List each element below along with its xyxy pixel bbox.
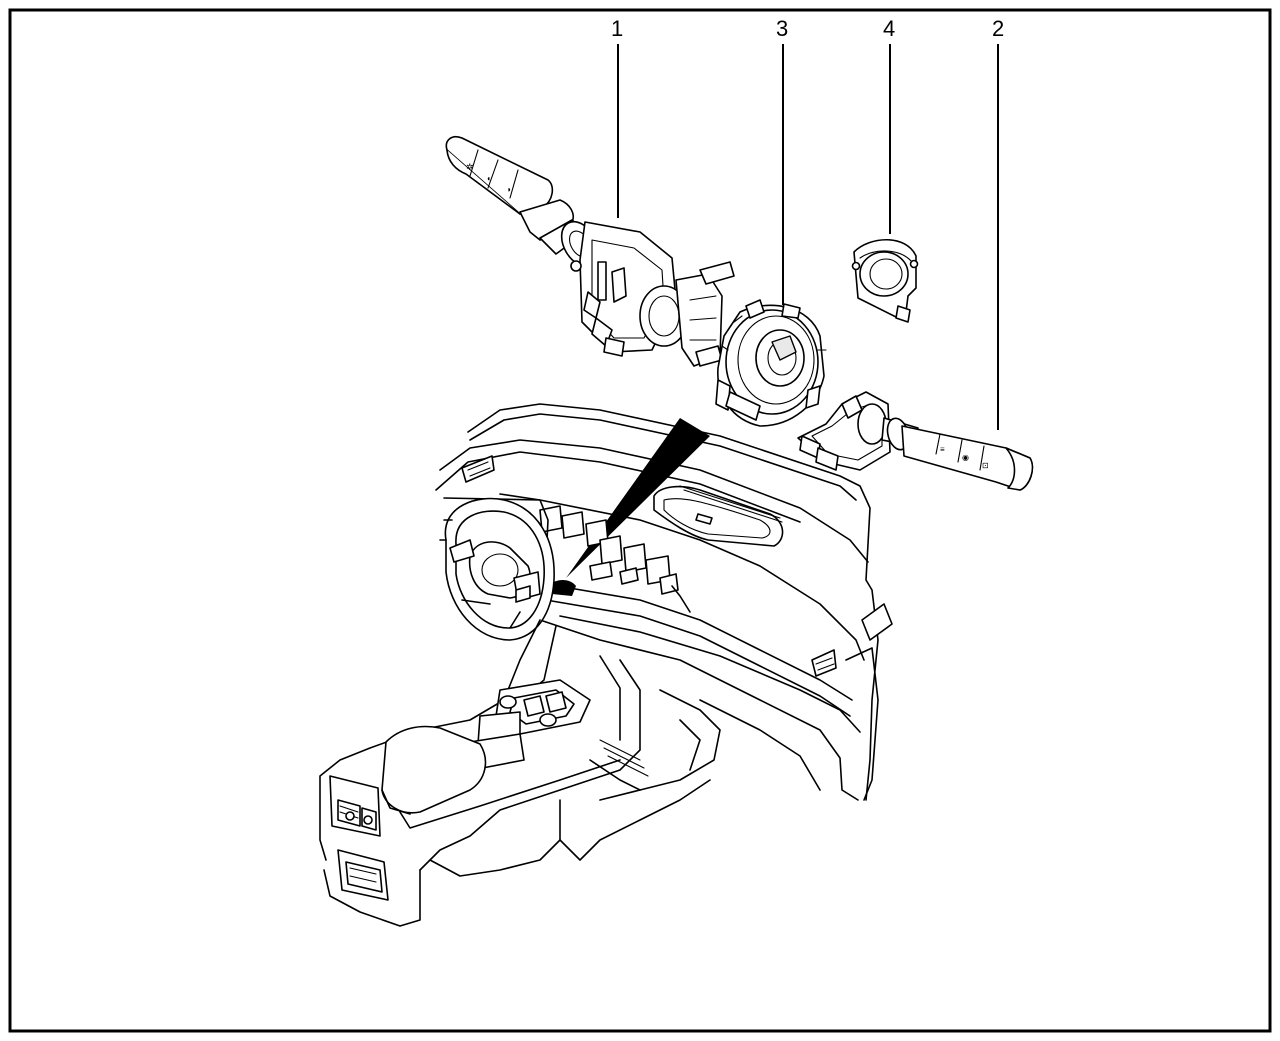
- svg-text:≡: ≡: [940, 445, 945, 454]
- callout-3-label: 3: [776, 16, 788, 41]
- svg-text:◐: ◐: [487, 174, 492, 183]
- center-console: [319, 619, 721, 927]
- callout-2-label: 2: [992, 16, 1004, 41]
- callout-1: 1: [611, 16, 623, 218]
- svg-text:◉: ◉: [962, 453, 969, 462]
- diagram-border: [8, 8, 1272, 1033]
- callout-4-label: 4: [883, 16, 895, 41]
- callout-3: 3: [776, 16, 788, 305]
- part-4-steering-angle-sensor: [851, 238, 919, 323]
- svg-text:✲: ✲: [466, 162, 474, 172]
- part-3-clock-spring: [715, 299, 827, 427]
- callout-2: 2: [992, 16, 1004, 430]
- svg-text:◑: ◑: [506, 185, 511, 194]
- steering-wheel: [439, 497, 555, 641]
- svg-text:⊡: ⊡: [982, 461, 989, 470]
- part-1-left-stalk-switch: ✲ ◐ ◑: [445, 135, 735, 367]
- part-2-right-stalk-switch: ≡ ◉ ⊡: [797, 391, 1034, 491]
- callout-4: 4: [883, 16, 895, 234]
- callout-1-label: 1: [611, 16, 623, 41]
- instrument-panel: [435, 403, 893, 801]
